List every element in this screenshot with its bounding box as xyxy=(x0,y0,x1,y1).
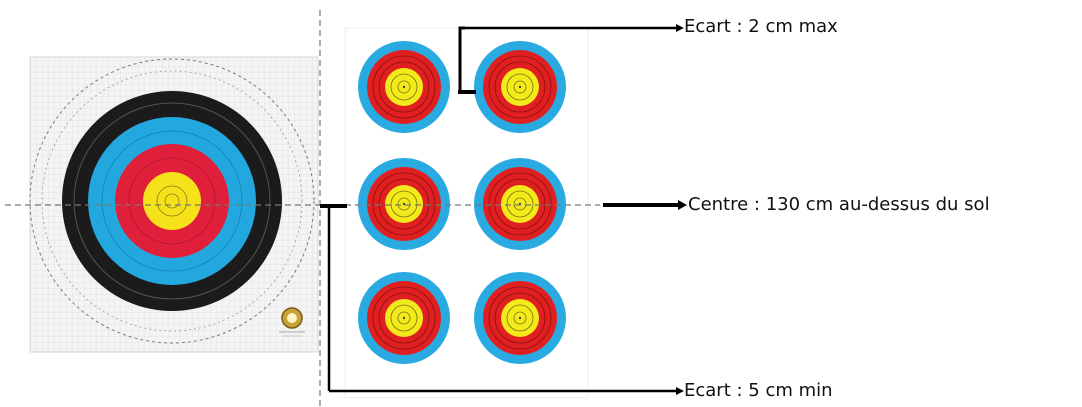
spot-target-face xyxy=(358,41,450,133)
spot-target-face xyxy=(358,158,450,250)
gap-min-callout xyxy=(320,204,684,395)
seal-logo xyxy=(279,307,305,337)
center-height-label: Centre : 130 cm au-dessus du sol xyxy=(688,194,990,215)
spot-target-sheet xyxy=(344,27,589,399)
dashed-outer-ring xyxy=(29,58,315,344)
full-target-face xyxy=(29,56,319,353)
spot-target-face xyxy=(474,272,566,364)
spot-target-face xyxy=(358,272,450,364)
dashed-ring-2 xyxy=(41,70,303,332)
gold-zone xyxy=(143,172,201,230)
spot-target-face xyxy=(474,41,566,133)
gap-max-callout xyxy=(458,24,684,94)
gap-max-label: Ecart : 2 cm max xyxy=(684,16,838,37)
spot-target-face xyxy=(474,158,566,250)
gap-min-label: Ecart : 5 cm min xyxy=(684,380,833,401)
center-callout xyxy=(603,200,687,210)
